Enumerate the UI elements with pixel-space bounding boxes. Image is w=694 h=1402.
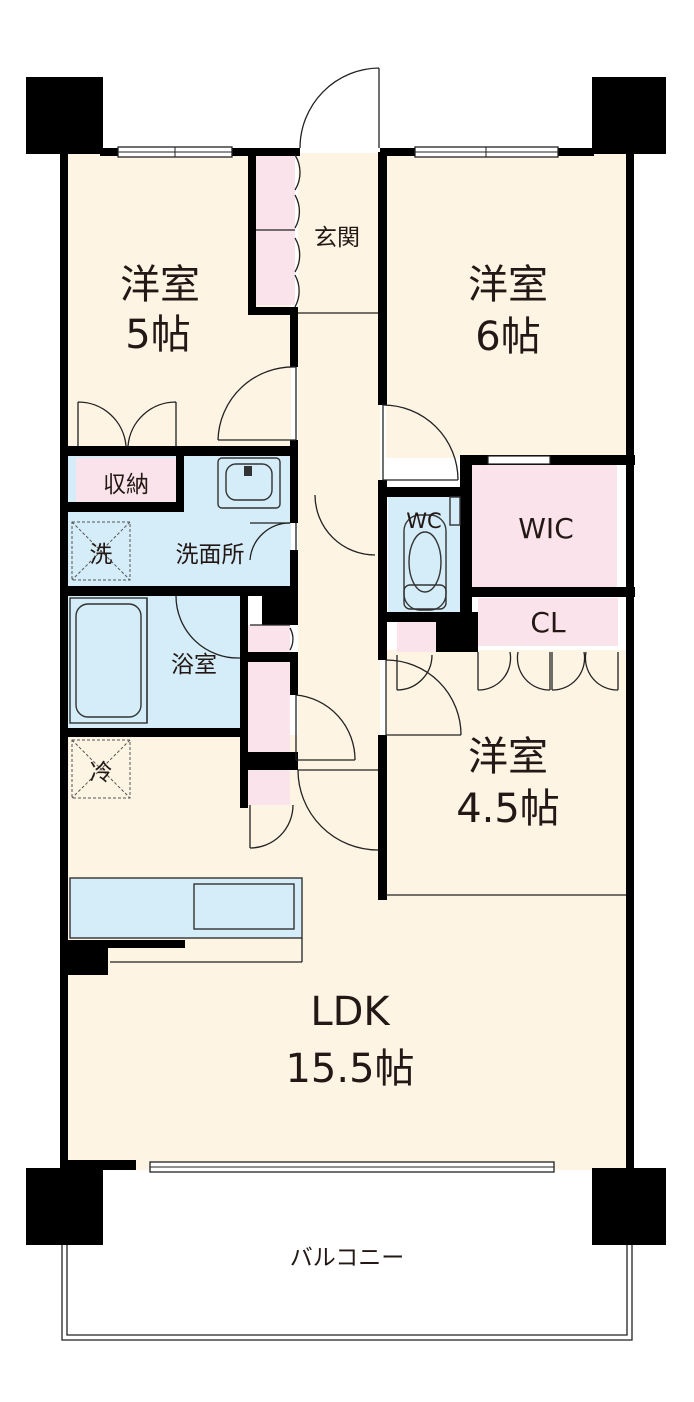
bathtub bbox=[69, 597, 148, 724]
label-wc: WC bbox=[406, 509, 441, 533]
room-name-ldk: LDK bbox=[310, 989, 391, 1035]
room-size-western-45: 4.5帖 bbox=[456, 786, 560, 832]
floor-ldk bbox=[66, 735, 628, 1170]
wall-wc-top bbox=[378, 487, 468, 497]
wall-hall-left bbox=[290, 307, 298, 367]
room5-doors bbox=[77, 366, 297, 447]
hall-lower-doors bbox=[249, 694, 379, 851]
column-top-right bbox=[592, 77, 666, 154]
floor-hall-closet-a bbox=[248, 625, 290, 655]
column-bottom-left bbox=[26, 1168, 103, 1245]
wall-hall-closet-div bbox=[248, 652, 298, 662]
floor-storage-overlay bbox=[76, 458, 176, 502]
label-wic: WIC bbox=[518, 512, 574, 545]
windows bbox=[117, 146, 559, 1173]
wall-bath-bottom bbox=[66, 728, 248, 737]
washroom-door bbox=[249, 494, 376, 561]
wall-entrance-left bbox=[248, 150, 256, 315]
room6-door bbox=[382, 404, 459, 481]
fridge-space bbox=[71, 739, 131, 799]
kitchen-counter bbox=[69, 877, 303, 963]
cl-doors bbox=[386, 651, 626, 896]
wall-hall-closet-div-2 bbox=[248, 752, 298, 770]
wall-top-right-b bbox=[558, 148, 594, 156]
label-entrance: 玄関 bbox=[314, 225, 360, 251]
labels: 洋室 5帖 洋室 6帖 洋室 4.5帖 LDK 15.5帖 玄関 収納 洗面所 … bbox=[90, 225, 574, 1271]
wall-top-left bbox=[100, 148, 118, 156]
room-name-western-5: 洋室 bbox=[120, 262, 200, 308]
wall-entrance-bottom bbox=[248, 307, 298, 315]
wall-pillar-hall bbox=[262, 590, 298, 625]
entrance-closet-doors bbox=[256, 154, 378, 314]
wall-top-left-b bbox=[232, 148, 300, 156]
room-size-western-6: 6帖 bbox=[475, 314, 540, 360]
floor-hall-closet-c bbox=[248, 770, 290, 805]
wall-hall-right bbox=[378, 150, 387, 405]
wall-left bbox=[60, 150, 68, 1170]
floor-cl bbox=[478, 598, 618, 646]
wall-hall-left-2 bbox=[290, 440, 298, 523]
label-cl: CL bbox=[530, 606, 566, 639]
floor-wic bbox=[472, 465, 617, 587]
wall-top-right-a bbox=[380, 148, 415, 156]
wall-wic-bottom bbox=[460, 587, 635, 597]
room-size-ldk: 15.5帖 bbox=[285, 1046, 414, 1092]
wall-bath-right bbox=[240, 590, 248, 808]
label-balcony: バルコニー bbox=[290, 1245, 405, 1271]
wall-hall-right-2 bbox=[378, 480, 387, 660]
wall-wc-bottom bbox=[378, 612, 478, 622]
laundry-space bbox=[71, 521, 131, 581]
wall-right bbox=[626, 150, 634, 1170]
wall-storage-right bbox=[176, 450, 184, 508]
wall-wash-bottom bbox=[66, 586, 298, 596]
label-laundry: 洗 bbox=[90, 542, 113, 568]
floor-western-6 bbox=[386, 153, 628, 458]
room-name-western-45: 洋室 bbox=[468, 734, 548, 780]
wall-kitchen-bar bbox=[60, 940, 185, 948]
column-top-left bbox=[26, 77, 103, 154]
wall-wic-left bbox=[460, 455, 472, 650]
room-name-western-6: 洋室 bbox=[468, 262, 548, 308]
entrance-door bbox=[299, 67, 380, 152]
label-storage: 収納 bbox=[103, 472, 149, 498]
floor-wc-closet bbox=[397, 622, 437, 652]
wc-door bbox=[385, 654, 462, 736]
hall-closet-doors bbox=[250, 624, 294, 651]
wash-basin bbox=[217, 457, 281, 509]
floor-fills bbox=[66, 153, 628, 1170]
room-size-western-5: 5帖 bbox=[125, 312, 190, 358]
column-bottom-right bbox=[592, 1168, 666, 1245]
label-fridge: 冷 bbox=[90, 760, 113, 786]
floor-bath bbox=[66, 595, 241, 728]
wall-bottom-left bbox=[60, 1160, 136, 1170]
label-washroom: 洗面所 bbox=[176, 542, 245, 568]
floor-hall-closet-b bbox=[248, 660, 290, 752]
wall-hall-right-3 bbox=[378, 735, 387, 900]
wall-storage-bottom bbox=[66, 502, 184, 512]
toilet bbox=[403, 496, 461, 611]
wall-hall-closet-right bbox=[290, 655, 298, 695]
label-bath: 浴室 bbox=[171, 652, 217, 678]
balcony bbox=[61, 1245, 633, 1341]
bath-door bbox=[175, 595, 241, 659]
wall-wc-pillar bbox=[436, 612, 478, 652]
